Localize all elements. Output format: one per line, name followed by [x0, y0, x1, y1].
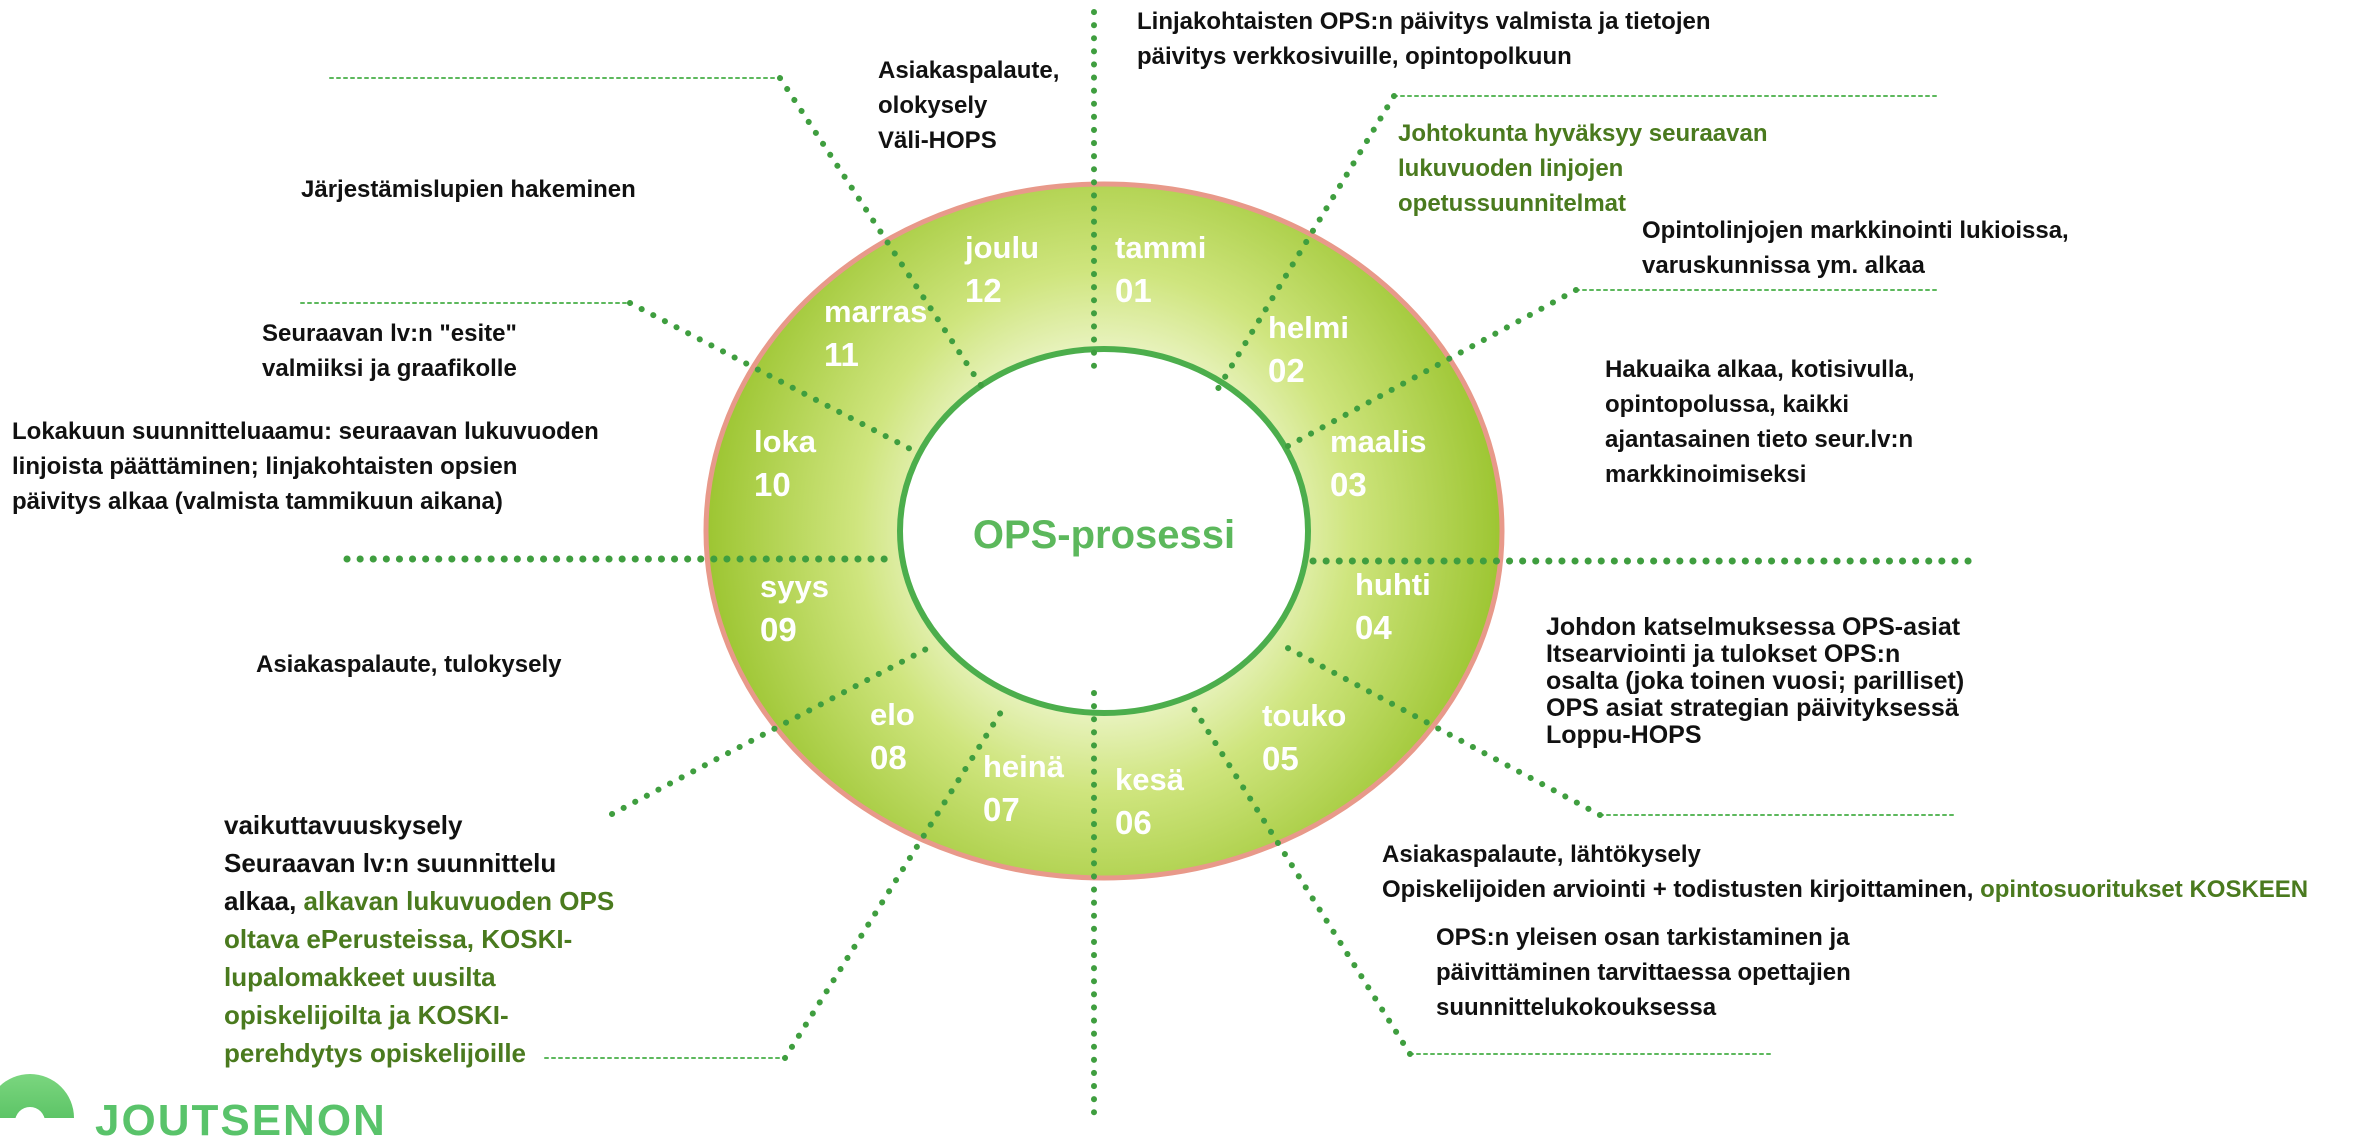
connector-oct: [627, 300, 923, 457]
note-line: Johdon katselmuksessa OPS-asiat: [1546, 613, 1961, 641]
month-label-03: maalis: [1330, 424, 1427, 459]
note-line: Seuraavan lv:n suunnittelu: [224, 848, 557, 878]
inner-circle: [897, 346, 1311, 716]
note-dec: Asiakaspalaute, olokysely Väli-HOPS: [878, 53, 1059, 158]
note-line: OPS asiat strategian päivityksessä: [1546, 694, 1959, 722]
note-feb-board: Johtokunta hyväksyy seuraavan lukuvuoden…: [1398, 116, 1768, 221]
month-number-05: 05: [1262, 740, 1299, 777]
note-line: olokysely: [878, 92, 988, 119]
note-line-part-green: opintosuoritukset KOSKEEN: [1980, 876, 2309, 903]
note-line: päivitys verkkosivuille, opintopolkuun: [1137, 43, 1572, 70]
note-line-part: alkaa,: [224, 886, 304, 916]
note-line-part-green: alkavan lukuvuoden OPS: [303, 886, 615, 916]
connector-jul: [782, 701, 1009, 1061]
note-line-part: Opiskelijoiden arviointi + todistusten k…: [1382, 876, 1981, 903]
note-line: alkaa, alkavan lukuvuoden OPS: [224, 882, 614, 920]
month-label-08: elo: [870, 697, 915, 732]
note-april-review: Johdon katselmuksessa OPS-asiat Itsearvi…: [1546, 614, 1964, 749]
note-line: Linjakohtaisten OPS:n päivitys valmista …: [1137, 8, 1711, 35]
month-label-04: huhti: [1355, 567, 1431, 602]
center-label: OPS-prosessi: [973, 513, 1235, 557]
note-line: Asiakaspalaute, lähtökysely: [1382, 841, 1701, 868]
note-june-ops: OPS:n yleisen osan tarkistaminen ja päiv…: [1436, 920, 1851, 1025]
month-number-09: 09: [760, 611, 797, 648]
note-line: opintopolussa, kaikki: [1605, 391, 1850, 418]
note-line: Opintolinjojen markkinointi lukioissa,: [1642, 217, 2069, 244]
note-line: lupalomakkeet uusilta: [224, 962, 496, 992]
note-line: linjoista päättäminen; linjakohtaisten o…: [12, 453, 518, 480]
note-line: Loppu-HOPS: [1546, 721, 1702, 749]
connector-lines: [300, 9, 1973, 1118]
note-line: suunnittelukokouksessa: [1436, 994, 1717, 1021]
note-jan: Linjakohtaisten OPS:n päivitys valmista …: [1137, 4, 1711, 74]
note-line: päivitys alkaa (valmista tammikuun aikan…: [12, 488, 503, 515]
connector-mar: [1274, 287, 1579, 455]
month-label-01: tammi: [1115, 230, 1206, 265]
note-line: oltava ePerusteissa, KOSKI-: [224, 924, 573, 954]
month-label-09: syys: [760, 569, 829, 604]
note-line: varuskunnissa ym. alkaa: [1642, 252, 1925, 279]
note-application: Hakuaika alkaa, kotisivulla, opintopolus…: [1605, 352, 1915, 492]
note-line: vaikuttavuuskysely: [224, 810, 463, 840]
note-line: Asiakaspalaute, tulokysely: [256, 651, 562, 678]
note-marketing: Opintolinjojen markkinointi lukioissa, v…: [1642, 213, 2069, 283]
month-number-06: 06: [1115, 804, 1152, 841]
note-line: päivittäminen tarvittaessa opettajien: [1436, 959, 1851, 986]
note-aug: vaikuttavuuskysely Seuraavan lv:n suunni…: [224, 806, 614, 1072]
note-line: markkinoimiseksi: [1605, 461, 1807, 488]
note-sep: Asiakaspalaute, tulokysely: [256, 647, 561, 682]
note-line: valmiiksi ja graafikolle: [262, 355, 517, 382]
note-line: opiskelijoilta ja KOSKI-: [224, 1000, 509, 1030]
note-line: Johtokunta hyväksyy seuraavan: [1398, 120, 1768, 147]
month-label-05: touko: [1262, 698, 1346, 733]
month-label-06: kesä: [1115, 762, 1185, 797]
month-label-02: helmi: [1268, 310, 1349, 345]
connector-dec: [777, 75, 989, 396]
month-label-10: loka: [754, 424, 817, 459]
month-number-07: 07: [983, 791, 1020, 828]
note-line: ajantasainen tieto seur.lv:n: [1605, 426, 1914, 453]
note-line: osalta (joka toinen vuosi; parilliset): [1546, 667, 1965, 695]
note-oct-meeting: Lokakuun suunnitteluaamu: seuraavan luku…: [12, 414, 599, 519]
note-nov: Järjestämislupien hakeminen: [301, 172, 636, 207]
logo-mark-hole: [15, 1107, 45, 1118]
note-line: Seuraavan lv:n "esite": [262, 320, 517, 347]
month-number-01: 01: [1115, 272, 1152, 309]
month-number-12: 12: [965, 272, 1002, 309]
note-oct-brochure: Seuraavan lv:n "esite" valmiiksi ja graa…: [262, 316, 517, 386]
month-number-11: 11: [824, 336, 859, 373]
note-line: Lokakuun suunnitteluaamu: seuraavan luku…: [12, 418, 599, 445]
connector-feb: [1213, 93, 1397, 395]
month-number-04: 04: [1355, 609, 1392, 646]
connector-may: [1281, 643, 1603, 818]
month-labels: tammi 01 helmi 02 maalis 03 huhti 04 touko 05 kesä…: [754, 230, 1431, 841]
month-label-11: marras: [824, 294, 927, 329]
month-label-07: heinä: [983, 749, 1065, 784]
note-line: OPS:n yleisen osan tarkistaminen ja: [1436, 924, 1850, 951]
note-may-feedback: Asiakaspalaute, lähtökysely Opiskelijoid…: [1382, 837, 2308, 907]
note-line: lukuvuoden linjojen: [1398, 155, 1624, 182]
note-line: perehdytys opiskelijoille: [224, 1038, 526, 1068]
note-line: Opiskelijoiden arviointi + todistusten k…: [1382, 872, 2308, 907]
connector-aug: [609, 643, 935, 817]
note-line: opetussuunnitelmat: [1398, 190, 1627, 217]
note-line: Itsearviointi ja tulokset OPS:n: [1546, 640, 1901, 668]
note-line: Järjestämislupien hakeminen: [301, 176, 636, 203]
month-number-08: 08: [870, 739, 907, 776]
ops-process-diagram: tammi 01 helmi 02 maalis 03 huhti 04 touko 05 kesä…: [0, 9, 1973, 1118]
month-number-10: 10: [754, 466, 791, 503]
month-number-03: 03: [1330, 466, 1367, 503]
logo-text: JOUTSENON: [95, 1096, 387, 1145]
logo-mark: [0, 1074, 74, 1118]
note-line: Asiakaspalaute,: [878, 57, 1060, 84]
note-line: Väli-HOPS: [878, 127, 997, 154]
note-line: Hakuaika alkaa, kotisivulla,: [1605, 356, 1915, 383]
month-label-12: joulu: [964, 230, 1039, 265]
month-number-02: 02: [1268, 352, 1305, 389]
